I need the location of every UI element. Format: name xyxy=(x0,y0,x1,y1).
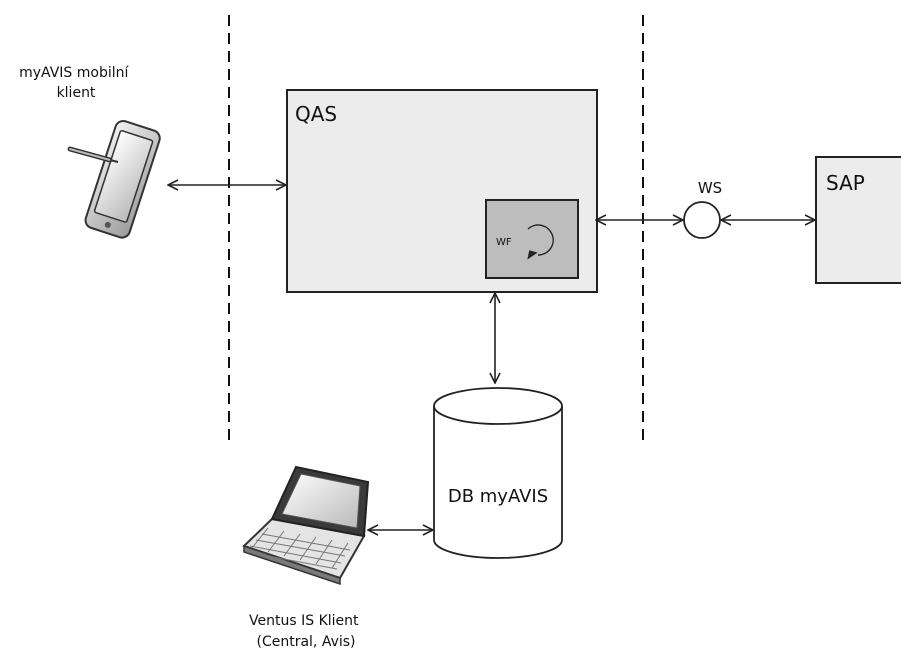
qas-label: QAS xyxy=(295,102,337,126)
wf-label: WF xyxy=(496,237,512,248)
ventus-client-label: Ventus IS Klient (Central, Avis) xyxy=(249,613,363,650)
stylus-icon xyxy=(67,146,119,163)
ws-label: WS xyxy=(698,179,722,197)
circle-node-icon xyxy=(683,201,721,239)
db-label: DB myAVIS xyxy=(448,486,548,507)
mobile-client-label: myAVIS mobilní klient xyxy=(19,65,133,101)
laptop-icon xyxy=(242,465,370,586)
sap-label: SAP xyxy=(826,171,865,195)
sap-box xyxy=(815,156,901,284)
cylinder-icon xyxy=(433,387,563,559)
tablet-with-stylus-icon xyxy=(84,119,161,239)
wf-box xyxy=(485,199,579,279)
circular-arrow-icon xyxy=(527,224,554,260)
